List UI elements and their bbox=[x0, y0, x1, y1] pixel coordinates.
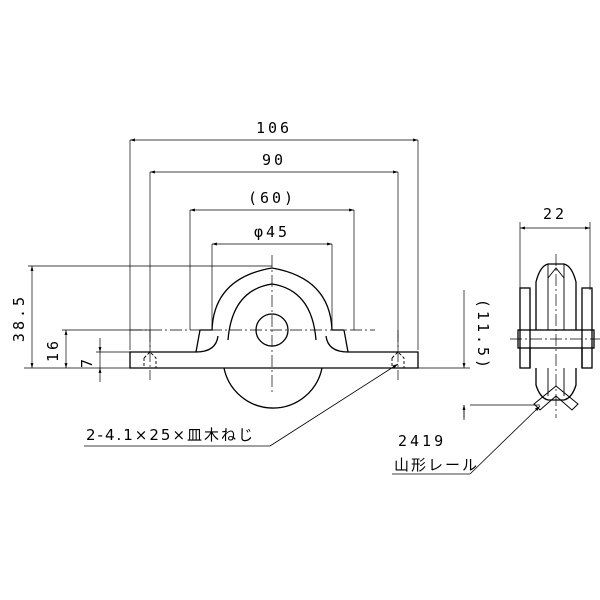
screw-spec-note: 2-4.1×25×皿木ねじ bbox=[86, 426, 255, 444]
wheel-lower-arc bbox=[223, 367, 323, 409]
side-bracket-left bbox=[519, 287, 531, 369]
dim-overall-height: 38.5 bbox=[10, 294, 28, 342]
dim-wheel-diameter: (60) bbox=[248, 189, 296, 207]
rail-code-note: 2419 bbox=[398, 432, 446, 450]
dim-overall-width: 106 bbox=[256, 119, 292, 137]
dim-side-width: 22 bbox=[543, 205, 567, 223]
dim-bore-diameter: φ45 bbox=[254, 223, 290, 241]
dimension-lines bbox=[24, 138, 540, 420]
rail-name-note: 山形レール bbox=[394, 456, 479, 474]
dim-axle-height: 16 bbox=[44, 338, 62, 362]
bracket-outline bbox=[129, 267, 419, 369]
side-dimension bbox=[519, 222, 591, 290]
leader-lines bbox=[84, 363, 541, 475]
screw-hole-left bbox=[143, 351, 157, 368]
dim-hole-pitch: 90 bbox=[262, 151, 286, 169]
dim-plate-thickness: 7 bbox=[78, 356, 96, 368]
screw-hole-right bbox=[391, 351, 405, 368]
side-bracket-right bbox=[581, 287, 593, 369]
side-center-lines bbox=[510, 254, 600, 418]
front-view bbox=[129, 267, 419, 409]
dim-rail-offset: (11.5) bbox=[474, 299, 492, 371]
center-lines bbox=[130, 255, 399, 392]
